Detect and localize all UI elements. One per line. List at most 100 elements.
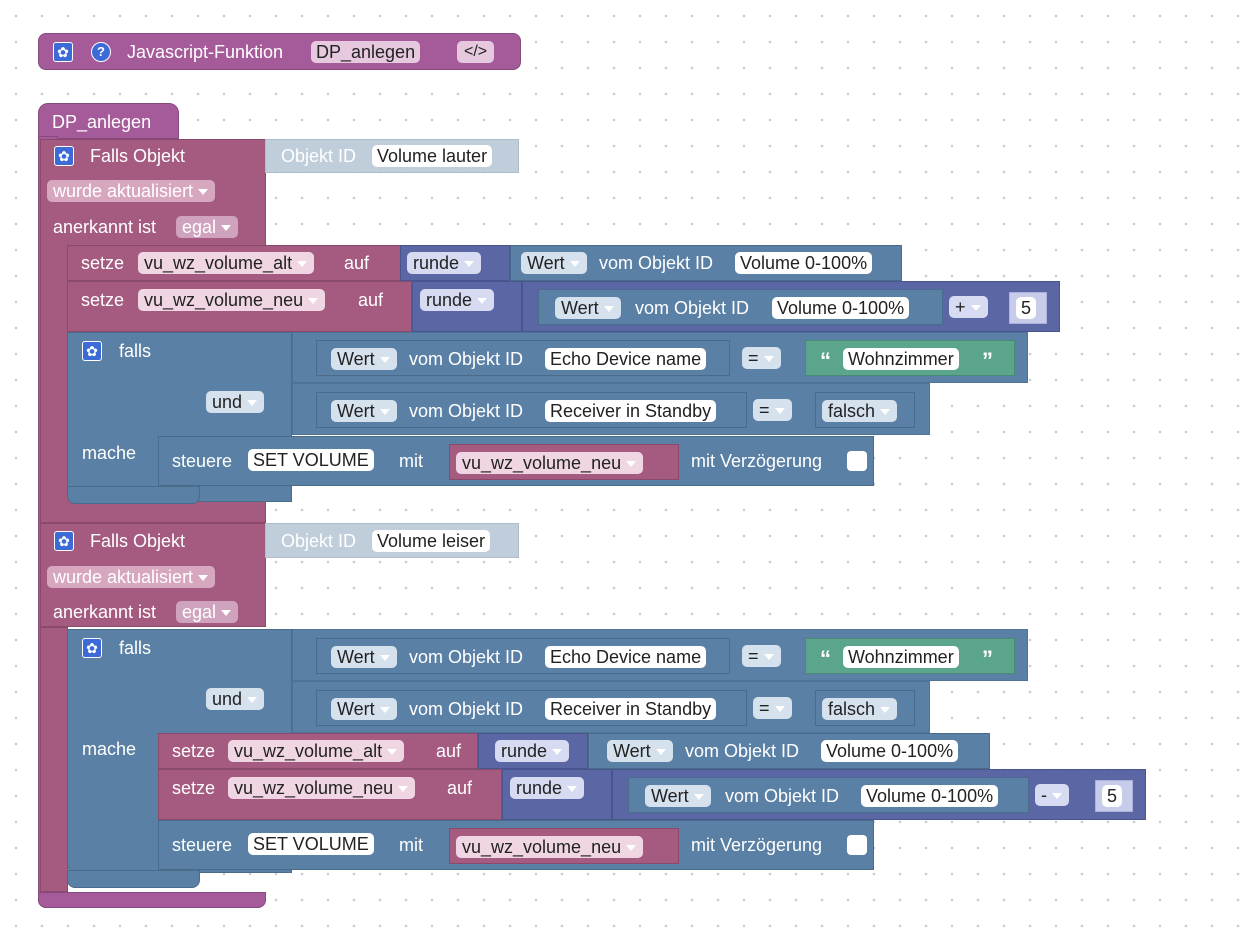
set-variable-block[interactable]: setze vu_wz_volume_neu auf bbox=[158, 769, 502, 820]
number-value[interactable]: 5 bbox=[1102, 785, 1123, 807]
value-of-object-block[interactable]: Wert vom Objekt ID Volume 0-100% bbox=[510, 245, 902, 281]
question-icon[interactable]: ? bbox=[91, 42, 111, 62]
value-dropdown[interactable]: Wert bbox=[331, 348, 397, 370]
value-dropdown[interactable]: Wert bbox=[555, 297, 621, 319]
operator-dropdown[interactable]: - bbox=[1035, 784, 1069, 806]
round-block[interactable]: runde bbox=[478, 733, 588, 769]
ack-dropdown[interactable]: egal bbox=[176, 601, 239, 623]
event-block-2[interactable]: ✿ Falls Objekt wurde aktualisiert anerka… bbox=[40, 523, 266, 627]
variable-dropdown[interactable]: vu_wz_volume_neu bbox=[456, 836, 644, 858]
compare-dropdown[interactable]: = bbox=[742, 645, 781, 667]
value-of-object-block[interactable]: Wert vom Objekt ID Receiver in Standby bbox=[316, 392, 747, 428]
boolean-block[interactable]: falsch bbox=[815, 690, 915, 726]
round-dropdown[interactable]: runde bbox=[420, 289, 495, 311]
function-name-field[interactable]: DP_anlegen bbox=[311, 41, 421, 63]
round-dropdown[interactable]: runde bbox=[495, 740, 570, 762]
quote-close-icon: ” bbox=[982, 348, 993, 373]
object-value[interactable]: Receiver in Standby bbox=[545, 400, 717, 422]
variable-dropdown[interactable]: vu_wz_volume_neu bbox=[456, 452, 644, 474]
vom-objekt-id-label: vom Objekt ID bbox=[685, 741, 800, 761]
object-value[interactable]: Volume 0-100% bbox=[861, 785, 999, 807]
condition-row-2: Wert vom Objekt ID Receiver in Standby =… bbox=[292, 383, 930, 435]
value-dropdown[interactable]: Wert bbox=[645, 785, 711, 807]
round-block[interactable]: runde bbox=[502, 769, 612, 820]
value-of-object-block[interactable]: Wert vom Objekt ID Receiver in Standby bbox=[316, 690, 747, 726]
boolean-dropdown[interactable]: falsch bbox=[822, 400, 898, 422]
set-variable-block[interactable]: setze vu_wz_volume_alt auf bbox=[67, 245, 402, 281]
value-dropdown[interactable]: Wert bbox=[331, 646, 397, 668]
mit-verzoegerung-label: mit Verzögerung bbox=[691, 451, 823, 471]
javascript-function-block[interactable]: ✿ ? Javascript-Funktion DP_anlegen </> bbox=[38, 33, 521, 70]
text-value[interactable]: Wohnzimmer bbox=[843, 646, 959, 668]
code-icon[interactable]: </> bbox=[457, 41, 495, 63]
compare-dropdown[interactable]: = bbox=[753, 399, 792, 421]
round-dropdown[interactable]: runde bbox=[407, 252, 482, 274]
round-block[interactable]: runde bbox=[412, 281, 522, 332]
variable-get-block[interactable]: vu_wz_volume_neu bbox=[449, 444, 679, 480]
object-value[interactable]: Receiver in Standby bbox=[545, 698, 717, 720]
ack-dropdown[interactable]: egal bbox=[176, 216, 239, 238]
value-of-object-block[interactable]: Wert vom Objekt ID Echo Device name bbox=[316, 638, 730, 674]
falls-objekt-label: Falls Objekt bbox=[90, 531, 186, 551]
function-hat-block[interactable]: DP_anlegen bbox=[38, 103, 179, 139]
value-dropdown[interactable]: Wert bbox=[607, 740, 673, 762]
object-value[interactable]: Volume leiser bbox=[372, 530, 491, 552]
mit-label: mit bbox=[399, 835, 423, 855]
text-block[interactable]: “ Wohnzimmer ” bbox=[805, 638, 1015, 674]
and-dropdown[interactable]: und bbox=[206, 391, 265, 413]
operator-dropdown[interactable]: + bbox=[949, 296, 988, 318]
arithmetic-block[interactable]: Wert vom Objekt ID Volume 0-100% + 5 bbox=[522, 281, 1060, 332]
delay-checkbox[interactable] bbox=[847, 835, 867, 855]
gear-icon[interactable]: ✿ bbox=[82, 638, 102, 658]
and-dropdown[interactable]: und bbox=[206, 688, 265, 710]
vom-objekt-id-label: vom Objekt ID bbox=[725, 786, 840, 806]
gear-icon[interactable]: ✿ bbox=[54, 531, 74, 551]
set-variable-block[interactable]: setze vu_wz_volume_neu auf bbox=[67, 281, 412, 332]
variable-dropdown[interactable]: vu_wz_volume_alt bbox=[228, 740, 405, 762]
variable-get-block[interactable]: vu_wz_volume_neu bbox=[449, 828, 679, 864]
control-block[interactable]: steuere SET VOLUME mit vu_wz_volume_neu … bbox=[158, 436, 874, 486]
value-dropdown[interactable]: Wert bbox=[521, 252, 587, 274]
set-variable-block[interactable]: setze vu_wz_volume_alt auf bbox=[158, 733, 478, 769]
object-value[interactable]: Volume 0-100% bbox=[735, 252, 873, 274]
object-id-input-1[interactable]: Objekt ID Volume lauter bbox=[265, 139, 519, 173]
trigger-dropdown[interactable]: wurde aktualisiert bbox=[47, 180, 216, 202]
quote-open-icon: “ bbox=[820, 348, 831, 373]
object-value[interactable]: Echo Device name bbox=[545, 646, 707, 668]
boolean-dropdown[interactable]: falsch bbox=[822, 698, 898, 720]
object-value[interactable]: Volume 0-100% bbox=[772, 297, 910, 319]
variable-dropdown[interactable]: vu_wz_volume_neu bbox=[138, 289, 326, 311]
value-of-object-block[interactable]: Wert vom Objekt ID Volume 0-100% bbox=[628, 777, 1029, 813]
compare-dropdown[interactable]: = bbox=[742, 347, 781, 369]
object-value[interactable]: Echo Device name bbox=[545, 348, 707, 370]
control-block[interactable]: steuere SET VOLUME mit vu_wz_volume_neu … bbox=[158, 820, 874, 870]
round-block[interactable]: runde bbox=[400, 245, 510, 281]
compare-dropdown[interactable]: = bbox=[753, 697, 792, 719]
number-block[interactable]: 5 bbox=[1095, 780, 1133, 812]
value-of-object-block[interactable]: Wert vom Objekt ID Volume 0-100% bbox=[538, 289, 943, 325]
value-of-object-block[interactable]: Wert vom Objekt ID Echo Device name bbox=[316, 340, 730, 376]
object-value[interactable]: SET VOLUME bbox=[248, 833, 374, 855]
boolean-block[interactable]: falsch bbox=[815, 392, 915, 428]
variable-dropdown[interactable]: vu_wz_volume_alt bbox=[138, 252, 315, 274]
variable-dropdown[interactable]: vu_wz_volume_neu bbox=[228, 777, 416, 799]
object-value[interactable]: Volume 0-100% bbox=[821, 740, 959, 762]
value-dropdown[interactable]: Wert bbox=[331, 400, 397, 422]
number-block[interactable]: 5 bbox=[1009, 292, 1047, 324]
gear-icon[interactable]: ✿ bbox=[53, 42, 73, 62]
number-value[interactable]: 5 bbox=[1016, 297, 1037, 319]
object-id-input-2[interactable]: Objekt ID Volume leiser bbox=[265, 523, 519, 558]
text-block[interactable]: “ Wohnzimmer ” bbox=[805, 340, 1015, 376]
gear-icon[interactable]: ✿ bbox=[82, 341, 102, 361]
text-value[interactable]: Wohnzimmer bbox=[843, 348, 959, 370]
round-dropdown[interactable]: runde bbox=[510, 777, 585, 799]
trigger-dropdown[interactable]: wurde aktualisiert bbox=[47, 566, 216, 588]
value-of-object-block[interactable]: Wert vom Objekt ID Volume 0-100% bbox=[588, 733, 990, 769]
object-value[interactable]: Volume lauter bbox=[372, 145, 493, 167]
arithmetic-block[interactable]: Wert vom Objekt ID Volume 0-100% - 5 bbox=[612, 769, 1146, 820]
value-dropdown[interactable]: Wert bbox=[331, 698, 397, 720]
object-value[interactable]: SET VOLUME bbox=[248, 449, 374, 471]
gear-icon[interactable]: ✿ bbox=[54, 146, 74, 166]
steuere-label: steuere bbox=[172, 451, 233, 471]
delay-checkbox[interactable] bbox=[847, 451, 867, 471]
